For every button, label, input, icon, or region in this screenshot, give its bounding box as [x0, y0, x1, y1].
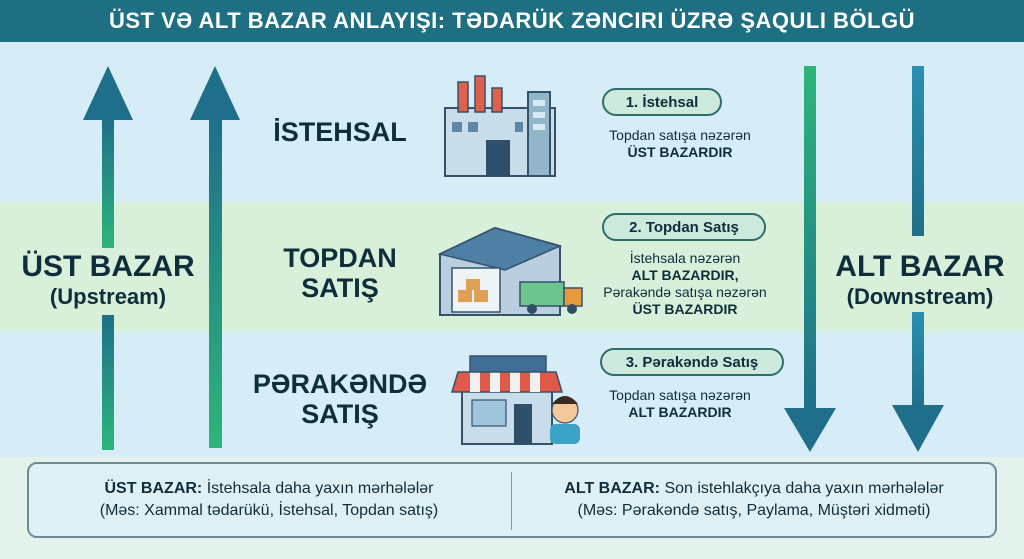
- desc-line: Topdan satışa nəzərən: [609, 387, 751, 403]
- stage-label-line: SATIŞ: [301, 273, 379, 303]
- upstream-subtitle: (Upstream): [49, 284, 167, 309]
- summary-downstream-text: Son istehlakçıya daha yaxın mərhələlər: [664, 480, 944, 497]
- page-title: ÜST VƏ ALT BAZAR ANLAYIŞI: TƏDARÜK ZƏNCI…: [0, 0, 1024, 42]
- store-icon: [450, 355, 580, 445]
- warehouse-icon: [437, 226, 583, 316]
- downstream-arrow-1: [784, 66, 836, 452]
- downstream-arrow-2: [892, 66, 944, 452]
- summary-divider: [511, 472, 512, 530]
- stage-desc-retail: Topdan satışa nəzərən ALT BAZARDIR: [570, 387, 790, 421]
- desc-line-bold: ALT BAZARDIR,: [631, 267, 739, 283]
- factory-icon: [444, 75, 556, 177]
- upstream-arrow-1: [83, 66, 133, 450]
- stage-desc-wholesale: İstehsala nəzərən ALT BAZARDIR, Pərakənd…: [575, 250, 795, 318]
- stage-label-line: SATIŞ: [301, 399, 379, 429]
- summary-upstream-text: İstehsala daha yaxın mərhələlər: [206, 480, 434, 497]
- stage-label-line: PƏRAKƏNDƏ: [252, 369, 428, 399]
- stage-desc-production: Topdan satışa nəzərən ÜST BAZARDIR: [570, 127, 790, 161]
- summary-upstream-example: (Məs: Xammal tədarükü, İstehsal, Topdan …: [99, 502, 439, 519]
- stage-pill-production: 1. İstehsal: [602, 88, 722, 116]
- summary-downstream-example: (Məs: Pərakəndə satış, Paylama, Müştəri …: [577, 502, 931, 519]
- summary-upstream-label: ÜST BAZAR:: [104, 480, 203, 497]
- summary-downstream: ALT BAZAR: Son istehlakçıya daha yaxın m…: [519, 478, 989, 522]
- stage-pill-wholesale: 2. Topdan Satış: [602, 213, 766, 241]
- downstream-subtitle: (Downstream): [846, 284, 994, 309]
- stage-label-production: İSTEHSAL: [255, 117, 425, 147]
- desc-line-bold: ÜST BAZARDIR: [632, 301, 738, 317]
- summary-downstream-label: ALT BAZAR:: [564, 480, 660, 497]
- downstream-title: ALT BAZAR (Downstream): [820, 250, 1020, 310]
- downstream-title-text: ALT BAZAR: [835, 250, 1005, 283]
- desc-line: İstehsala nəzərən: [629, 250, 741, 266]
- stage-label-retail: PƏRAKƏNDƏ SATIŞ: [250, 369, 430, 429]
- summary-box: ÜST BAZAR: İstehsala daha yaxın mərhələl…: [27, 462, 997, 538]
- desc-line-bold: ALT BAZARDIR: [628, 404, 732, 420]
- stage-label-wholesale: TOPDAN SATIŞ: [255, 243, 425, 303]
- upstream-arrow-2: [190, 66, 240, 448]
- stage-pill-retail: 3. Pərakəndə Satış: [600, 348, 784, 376]
- upstream-title: ÜST BAZAR (Upstream): [10, 250, 206, 310]
- desc-line: Pərakəndə satışa nəzərən: [603, 284, 767, 300]
- desc-line-bold: ÜST BAZARDIR: [627, 144, 733, 160]
- stage-label-line: TOPDAN: [283, 243, 397, 273]
- stage-label-line: İSTEHSAL: [273, 117, 407, 147]
- desc-line: Topdan satışa nəzərən: [609, 127, 751, 143]
- upstream-title-text: ÜST BAZAR: [21, 250, 195, 283]
- summary-upstream: ÜST BAZAR: İstehsala daha yaxın mərhələl…: [39, 478, 499, 522]
